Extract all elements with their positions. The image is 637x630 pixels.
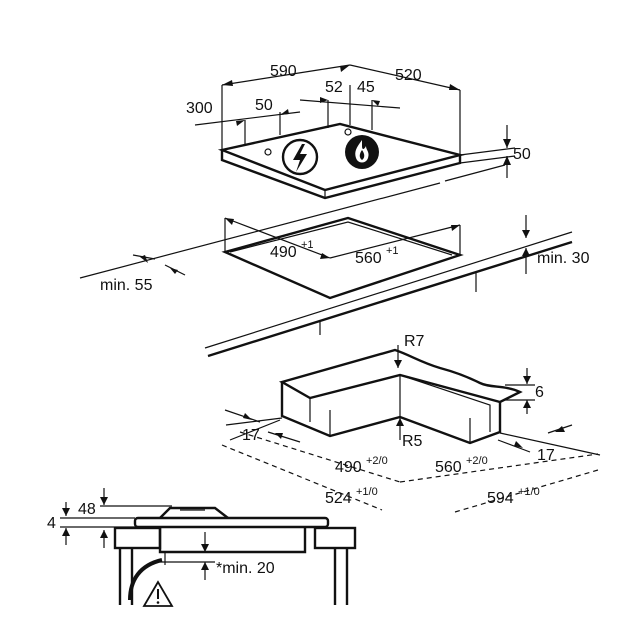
dim-590: 590 bbox=[270, 63, 297, 80]
electric-bolt-icon bbox=[281, 138, 319, 176]
dim-560-frame-tol: +2/0 bbox=[466, 455, 488, 467]
dim-594: 594 bbox=[487, 490, 514, 507]
dim-520: 520 bbox=[395, 67, 422, 84]
dim-45: 45 bbox=[357, 79, 375, 96]
worktop-cutout bbox=[79, 164, 573, 358]
dim-524-tol: +1/0 bbox=[356, 486, 378, 498]
dim-524: 524 bbox=[325, 490, 352, 507]
worktop-right bbox=[313, 526, 357, 550]
cross-section bbox=[60, 488, 357, 605]
dim-560-cutout-tol: +1 bbox=[386, 245, 399, 257]
dim-4: 4 bbox=[47, 515, 56, 532]
dim-min30: min. 30 bbox=[537, 250, 590, 267]
dim-48: 48 bbox=[78, 501, 96, 518]
dim-17-left: 17 bbox=[242, 427, 260, 444]
dim-6: 6 bbox=[535, 384, 544, 401]
dim-52: 52 bbox=[325, 79, 343, 96]
dim-594-tol: +1/0 bbox=[518, 486, 540, 498]
dim-50-height: 50 bbox=[513, 146, 531, 163]
dim-560-cutout: 560 bbox=[355, 250, 382, 267]
dim-50-offset: 50 bbox=[255, 97, 273, 114]
dim-560-frame: 560 bbox=[435, 459, 462, 476]
dim-490-frame-tol: +2/0 bbox=[366, 455, 388, 467]
hob-section-plate bbox=[133, 516, 330, 529]
frame-seal bbox=[221, 345, 601, 513]
dim-17-right: 17 bbox=[537, 447, 555, 464]
burner-cap bbox=[159, 506, 229, 519]
dim-490-cutout-tol: +1 bbox=[301, 239, 314, 251]
gas-flame-icon bbox=[345, 135, 379, 169]
frame-top bbox=[278, 348, 523, 404]
dim-490-cutout: 490 bbox=[270, 244, 297, 261]
warning-triangle-icon bbox=[142, 580, 174, 607]
hob-perspective bbox=[194, 64, 516, 200]
dim-min20: *min. 20 bbox=[216, 560, 275, 577]
label-r5: R5 bbox=[402, 433, 423, 450]
worktop-left bbox=[113, 526, 162, 550]
gas-hose bbox=[128, 558, 163, 601]
hob-plate bbox=[217, 122, 465, 192]
dim-300: 300 bbox=[186, 100, 213, 117]
dim-min55: min. 55 bbox=[100, 277, 153, 294]
dim-490-frame: 490 bbox=[335, 459, 362, 476]
label-r7: R7 bbox=[404, 333, 425, 350]
hob-plate-edge bbox=[220, 150, 462, 200]
